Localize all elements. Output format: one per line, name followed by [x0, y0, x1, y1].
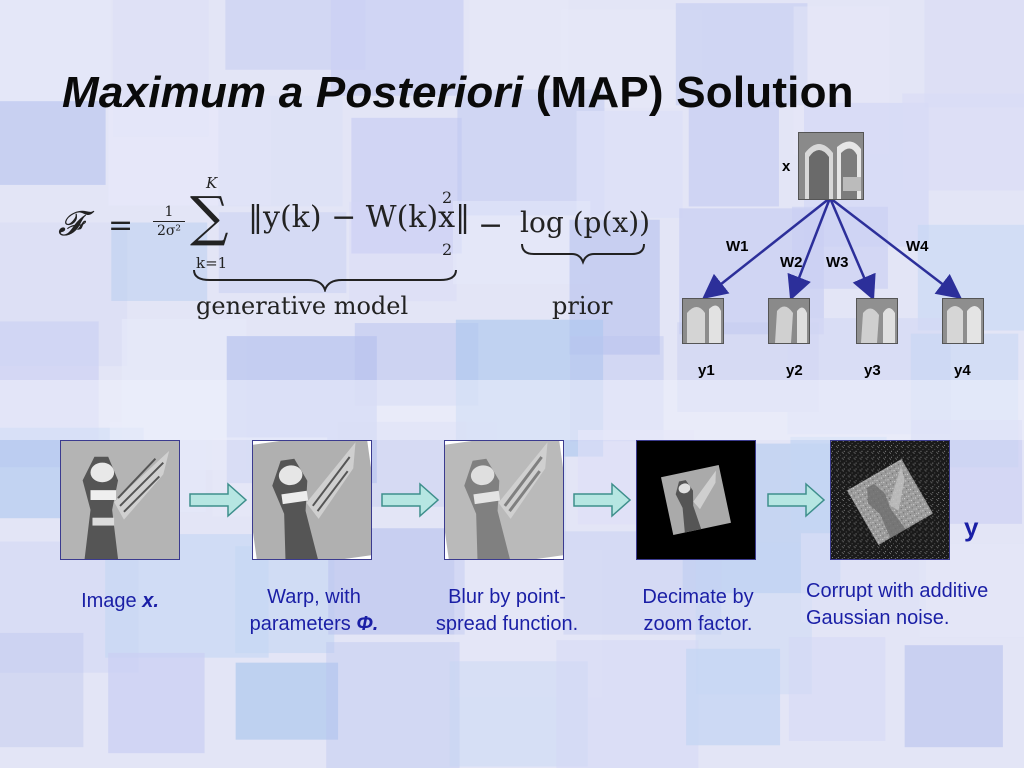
slide-title-italic: Maximum a Posteriori: [62, 68, 524, 117]
equation-sum-symbol: ∑: [190, 185, 229, 248]
background-tile: [235, 662, 339, 740]
tree-arrows: [702, 197, 962, 301]
background-band: [0, 380, 1024, 440]
equation-minus: −: [478, 208, 504, 243]
tree-root-label: x: [782, 158, 791, 175]
caption-image: Image x.: [30, 588, 210, 615]
equation-norm-power: 2: [442, 188, 453, 207]
slide-title-rest: (MAP) Solution: [523, 68, 854, 117]
edge-label-w2: W2: [780, 254, 803, 271]
caption-warp-em: Φ.: [356, 613, 379, 635]
equation-equals: =: [108, 208, 134, 243]
pipeline-image-original: [60, 440, 180, 560]
pipeline-arrows: [189, 482, 826, 518]
background-tile: [452, 200, 591, 285]
pipeline-arrow-4: [767, 482, 826, 518]
background-tile: [675, 3, 808, 106]
equation-fraction: 1 2σ²: [150, 204, 188, 239]
leaf-image-y2: [768, 298, 810, 344]
pipeline-image-decimated: [636, 440, 756, 560]
background-tile: [902, 93, 1024, 191]
background-tile: [111, 222, 208, 301]
pipeline-image-warped: [252, 440, 372, 560]
background-tile: [469, 0, 569, 97]
pipeline-image-noisy: [830, 440, 950, 560]
background-tile: [924, 0, 1024, 108]
pipeline-arrow-1: [189, 482, 248, 518]
background-tile: [556, 640, 699, 768]
background-tile: [108, 103, 272, 206]
background-tile: [788, 637, 886, 741]
equation-fraction-denominator: 2σ²: [156, 223, 182, 239]
arrow-w4: [829, 197, 962, 300]
equation-sum-lower: k=1: [196, 254, 228, 272]
background-tile: [330, 0, 464, 96]
leaf-label-y1: y1: [698, 362, 715, 379]
leaf-image-y1: [682, 298, 724, 344]
equation-norm-subscript: 2: [442, 240, 453, 259]
background-tile: [686, 648, 781, 746]
equation-sum-upper: K: [206, 174, 218, 192]
equation-fraction-bar: [153, 221, 185, 222]
background-tile: [904, 645, 1003, 748]
caption-warp: Warp, with parameters Φ.: [226, 584, 402, 638]
edge-label-w1: W1: [726, 238, 749, 255]
background-tile: [688, 102, 779, 207]
caption-corrupt: Corrupt with additive Gaussian noise.: [806, 580, 989, 629]
background-tile: [0, 101, 106, 185]
caption-image-em: x.: [142, 590, 159, 612]
caption-image-text: Image: [81, 590, 143, 612]
background-tile: [108, 652, 205, 754]
generative-model-label: generative model: [196, 292, 409, 320]
equation-fraction-numerator: 1: [164, 204, 174, 220]
edge-label-w3: W3: [826, 254, 849, 271]
root-image-thumbnail: [798, 132, 864, 200]
pipeline-image-blurred: [444, 440, 564, 560]
background-tile: [235, 546, 335, 654]
prior-underbrace: [521, 243, 645, 265]
background-tile: [576, 110, 683, 218]
equation-norm-term: ‖y(k) − W(k)x‖: [248, 200, 471, 235]
background-tile: [326, 642, 460, 768]
equation-prior-term: log (p(x)): [520, 206, 651, 239]
arrow-w3: [828, 197, 876, 301]
leaf-label-y4: y4: [954, 362, 971, 379]
background-tile: [0, 632, 84, 748]
pipeline-arrow-2: [381, 482, 440, 518]
slide-title: Maximum a Posteriori (MAP) Solution: [62, 68, 854, 118]
leaf-label-y3: y3: [864, 362, 881, 379]
equation-lhs: 𝓕: [58, 204, 84, 244]
caption-warp-text: Warp, with parameters: [249, 586, 361, 635]
caption-blur: Blur by point-spread function.: [435, 586, 579, 635]
background-tile: [0, 0, 111, 108]
leaf-label-y2: y2: [786, 362, 803, 379]
output-y-label: y: [964, 512, 979, 542]
arrow-w1: [702, 197, 831, 300]
caption-decimate: Decimate by zoom factor.: [642, 586, 754, 635]
prior-label: prior: [552, 292, 613, 320]
background-tile: [349, 201, 457, 302]
background-tile: [351, 117, 462, 254]
leaf-image-y4: [942, 298, 984, 344]
pipeline-arrow-3: [573, 482, 632, 518]
generative-underbrace: [193, 269, 457, 292]
leaf-image-y3: [856, 298, 898, 344]
edge-label-w4: W4: [906, 238, 929, 255]
arrow-w2: [787, 197, 832, 301]
background-tile: [218, 95, 343, 207]
